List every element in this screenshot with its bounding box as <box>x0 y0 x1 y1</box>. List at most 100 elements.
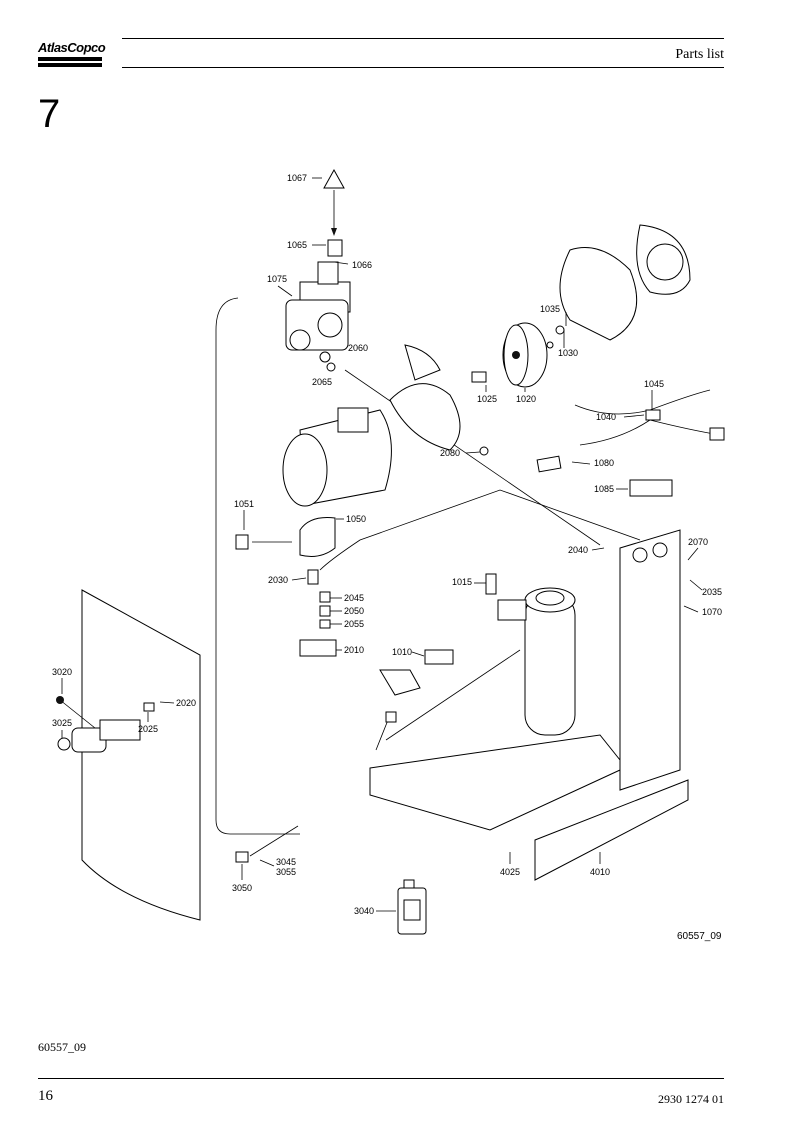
leader <box>683 605 699 613</box>
sensor <box>485 573 497 595</box>
page-number: 16 <box>38 1088 53 1104</box>
part-label: 1015 <box>452 577 472 587</box>
part-label: 2025 <box>138 724 158 734</box>
part-label: 1040 <box>596 412 616 422</box>
side-panel <box>81 589 201 921</box>
part-label: 3020 <box>52 667 72 677</box>
base-frame <box>369 734 621 831</box>
gasket <box>479 446 489 456</box>
logo-bar <box>38 57 102 61</box>
part-label: 4010 <box>590 867 610 877</box>
part-label: 2035 <box>702 587 722 597</box>
washer <box>546 341 554 349</box>
bottom-line <box>385 649 521 741</box>
part-label: 2050 <box>344 606 364 616</box>
tee-block <box>299 639 337 657</box>
part-label: 3050 <box>232 883 252 893</box>
part-label: 1050 <box>346 514 366 524</box>
part-label: 1025 <box>477 394 497 404</box>
part-label: 2055 <box>344 619 364 629</box>
leader <box>159 701 175 704</box>
burner-pump <box>285 261 351 351</box>
leader <box>277 285 293 297</box>
header-rule-bottom <box>122 67 724 68</box>
fitting <box>319 605 331 617</box>
leader <box>689 579 703 591</box>
part-label: 1051 <box>234 499 254 509</box>
part-label: 1035 <box>540 304 560 314</box>
nut <box>319 591 331 603</box>
leader <box>291 577 307 581</box>
fitting <box>307 569 319 585</box>
pressure-switch-cover <box>299 517 336 557</box>
solenoid-coil <box>327 239 343 257</box>
part-label: 1066 <box>352 260 372 270</box>
document-number: 2930 1274 01 <box>658 1092 724 1106</box>
part-label: 1080 <box>594 458 614 468</box>
cable-harness <box>574 389 711 415</box>
plug <box>709 427 725 441</box>
part-label: 1065 <box>287 240 307 250</box>
part-label: 2080 <box>440 448 460 458</box>
panel-hole <box>652 542 668 558</box>
part-label: 1070 <box>702 607 722 617</box>
diagram-id: 60557_09 <box>677 931 722 942</box>
part-label: 2065 <box>312 377 332 387</box>
chapter-number: 7 <box>38 92 61 136</box>
part-label: 1075 <box>267 274 287 284</box>
part-label: 4025 <box>500 867 520 877</box>
figure-reference: 60557_09 <box>38 1040 86 1054</box>
rear-panel <box>619 529 681 791</box>
nipple <box>326 362 336 372</box>
part-label: 3055 <box>276 867 296 877</box>
part-label: 1067 <box>287 173 307 183</box>
part-label: 1030 <box>558 348 578 358</box>
fitting <box>385 711 397 723</box>
part-label: 1045 <box>644 379 664 389</box>
seal-ring <box>319 351 331 363</box>
warning-sign <box>323 168 345 189</box>
cable-connector <box>645 409 661 421</box>
leader <box>591 547 605 551</box>
coupling <box>471 371 487 383</box>
electric-motor <box>282 344 461 507</box>
front-strip <box>534 779 689 881</box>
part-label: 2040 <box>568 545 588 555</box>
hose <box>375 719 389 751</box>
part-label: 2020 <box>176 698 196 708</box>
atlas-copco-logo: AtlasCopco <box>38 40 106 67</box>
part-label: 2010 <box>344 645 364 655</box>
left-pipe <box>215 297 300 835</box>
arrow <box>331 228 337 236</box>
part-label: 2070 <box>688 537 708 547</box>
nozzle-holder <box>379 669 421 696</box>
part-label: 3040 <box>354 906 374 916</box>
header-rule-top <box>122 38 724 39</box>
part-label: 1020 <box>516 394 536 404</box>
probe <box>249 825 299 857</box>
leader <box>571 461 591 465</box>
leader <box>333 261 349 265</box>
leader <box>623 414 645 418</box>
small-plate <box>536 455 562 473</box>
leader <box>411 651 425 657</box>
fan-housing <box>559 224 691 341</box>
part-label: 3045 <box>276 857 296 867</box>
part-label: 1010 <box>392 647 412 657</box>
leader <box>259 859 275 867</box>
screw <box>143 702 155 712</box>
part-label: 3025 <box>52 718 72 728</box>
return-line <box>319 489 641 571</box>
part-label: 2030 <box>268 575 288 585</box>
leader <box>465 451 481 454</box>
washer <box>319 619 331 629</box>
logo-text: AtlasCopco <box>38 40 106 55</box>
warning-decal <box>235 534 249 550</box>
part-label: 2045 <box>344 593 364 603</box>
data-label <box>629 479 673 497</box>
part-label: 1085 <box>594 484 614 494</box>
panel-hole <box>632 547 648 563</box>
fuel-line <box>344 369 601 546</box>
footer-rule <box>38 1078 724 1079</box>
